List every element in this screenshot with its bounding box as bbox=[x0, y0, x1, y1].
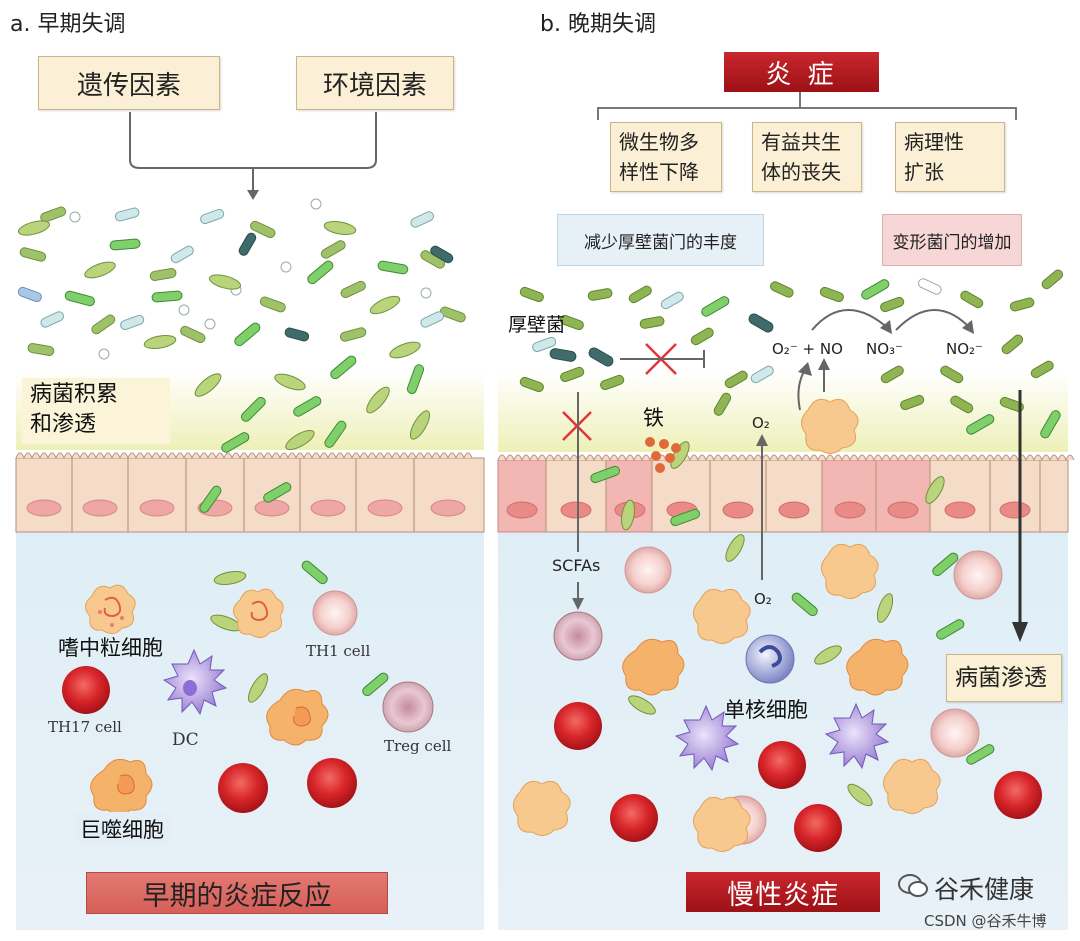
scfa-label: SCFAs bbox=[552, 556, 601, 575]
macrophage-label: 巨噬细胞 bbox=[74, 812, 170, 846]
dendritic-cell-a bbox=[162, 648, 228, 716]
nitrate-label: NO₃⁻ bbox=[866, 340, 903, 358]
chronic-inflammation-bar: 慢性炎症 bbox=[686, 872, 880, 912]
flagellated-bacteria-a bbox=[64, 238, 425, 697]
watermark-brand: 谷禾健康 bbox=[934, 875, 1035, 904]
nitrite-label: NO₂⁻ bbox=[946, 340, 983, 358]
spiky-bacteria-a bbox=[17, 220, 431, 703]
accumulation-label: 病菌积累 和渗透 bbox=[22, 378, 170, 444]
proteobacteria-increase-box: 变形菌门的增加 bbox=[882, 214, 1022, 266]
symbiont-box: 有益共生 体的丧失 bbox=[752, 122, 862, 192]
penetration-box: 病菌渗透 bbox=[946, 654, 1062, 702]
th17-cell-a bbox=[62, 666, 110, 714]
panel-b-title: b. 晚期失调 bbox=[540, 12, 656, 37]
scfa-arrow bbox=[572, 392, 584, 610]
firmicutes-decrease-box: 减少厚壁菌门的丰度 bbox=[557, 214, 764, 266]
o2-lumen-label: O₂ bbox=[752, 414, 770, 432]
th17-label: TH17 cell bbox=[48, 718, 122, 736]
th1-cell-a bbox=[312, 590, 358, 636]
firmicutes-label: 厚壁菌 bbox=[508, 314, 566, 336]
watermark-credit: CSDN @谷禾牛博 bbox=[924, 912, 1047, 930]
o2-tissue-label: O₂ bbox=[754, 590, 772, 608]
th1-label: TH1 cell bbox=[306, 642, 371, 660]
epithelium-b bbox=[497, 454, 1075, 533]
treg-label: Treg cell bbox=[384, 737, 452, 755]
iron-label: 铁 bbox=[643, 406, 664, 430]
neutrophil-a-1 bbox=[85, 584, 136, 634]
superoxide-no-label: O₂⁻ + NO bbox=[772, 340, 843, 358]
bacteria-lumen-b bbox=[519, 269, 1064, 416]
penetration-arrow bbox=[1012, 390, 1028, 642]
red-cell-a-1 bbox=[218, 763, 268, 813]
neutrophil-label: 嗜中粒细胞 bbox=[58, 636, 163, 660]
macrophage-a-1 bbox=[266, 688, 329, 746]
inflammation-bracket bbox=[597, 92, 1017, 120]
expansion-box: 病理性 扩张 bbox=[895, 122, 1005, 192]
spiky-bacteria-b bbox=[621, 441, 945, 807]
neutrophil-a-2 bbox=[233, 588, 284, 638]
o2-arrow bbox=[756, 309, 974, 580]
factor-environment-box: 环境因素 bbox=[296, 56, 454, 110]
wechat-icon bbox=[898, 874, 928, 898]
factor-connector bbox=[129, 112, 377, 200]
monocyte-label: 单核细胞 bbox=[724, 698, 808, 722]
early-inflammation-bar: 早期的炎症反应 bbox=[86, 872, 388, 914]
epithelium-a bbox=[15, 452, 485, 533]
iron-particles bbox=[645, 437, 681, 473]
dc-label: DC bbox=[172, 730, 199, 750]
red-cell-a-2 bbox=[307, 758, 357, 808]
diversity-box: 微生物多 样性下降 bbox=[610, 122, 722, 192]
inflammation-bar: 炎 症 bbox=[724, 52, 879, 92]
bacteria-lumen-a bbox=[17, 198, 466, 360]
factor-genetic-box: 遗传因素 bbox=[38, 56, 220, 110]
macrophage-a-2 bbox=[90, 758, 153, 816]
flagellated-bacteria-b bbox=[590, 279, 1061, 765]
firmicutes-inhibition-line bbox=[620, 350, 705, 368]
panel-a-title: a. 早期失调 bbox=[10, 12, 126, 37]
immune-cells-b bbox=[513, 398, 1042, 852]
treg-cell-a bbox=[382, 681, 434, 733]
